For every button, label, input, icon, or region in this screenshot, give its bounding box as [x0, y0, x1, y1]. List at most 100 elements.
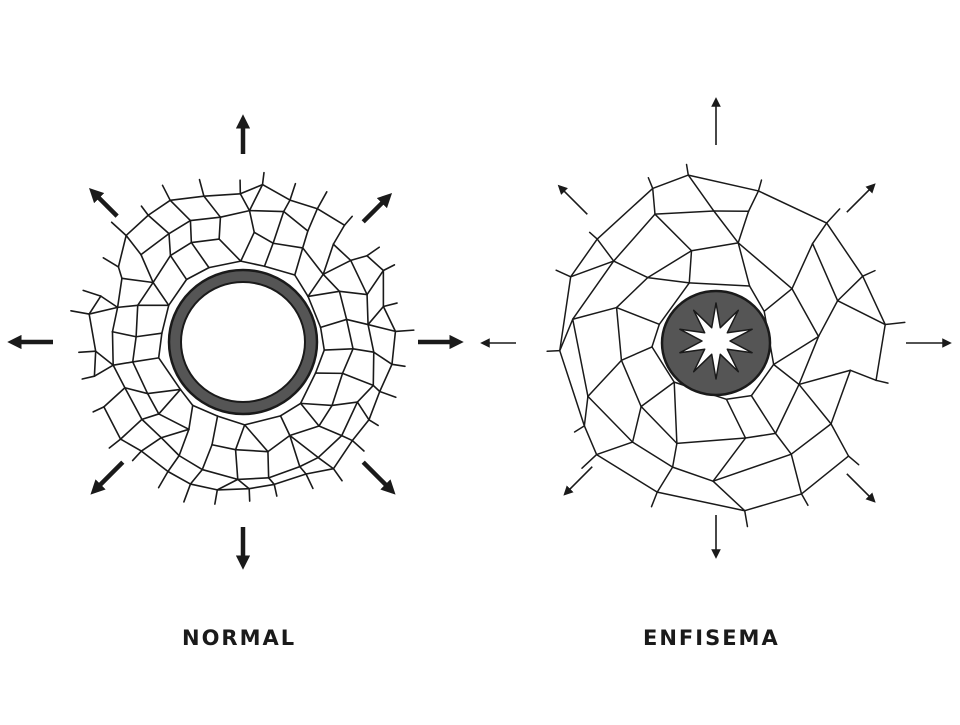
alveolar-wall	[799, 336, 819, 384]
alveolar-septum	[142, 414, 159, 419]
alveolar-stub	[199, 180, 203, 197]
alveolar-septum	[584, 396, 588, 425]
alveolar-septum	[831, 424, 848, 456]
alveolar-wall	[713, 454, 791, 481]
alveolar-septum	[774, 364, 799, 384]
alveolar-wall	[202, 470, 237, 480]
alveolar-wall	[169, 221, 190, 234]
alveolar-wall	[633, 442, 673, 467]
alveolar-wall	[652, 324, 659, 347]
alveolar-septum	[339, 291, 367, 294]
alveolar-septum	[141, 438, 161, 451]
alveolar-wall	[617, 308, 622, 361]
alveolar-stub	[274, 484, 277, 496]
alveolar-wall	[332, 373, 342, 405]
alveolar-wall	[318, 436, 342, 458]
alveolar-septum	[217, 479, 237, 490]
alveolar-stub	[582, 455, 597, 469]
alveolar-septum	[273, 212, 284, 244]
alveolar-wall	[236, 450, 268, 452]
alveolar-wall	[657, 492, 744, 511]
alveolar-septum	[170, 256, 186, 280]
alveolar-septum	[653, 188, 655, 214]
alveolar-wall	[141, 451, 168, 471]
alveolar-stub	[82, 376, 94, 379]
alveolar-wall	[187, 268, 209, 280]
arrow-icon	[363, 197, 388, 222]
alveolar-septum	[621, 347, 652, 360]
alveolar-wall	[827, 223, 863, 276]
alveolar-septum	[319, 426, 342, 436]
alveolar-wall	[170, 243, 191, 256]
alveolar-stub	[745, 511, 748, 527]
alveolar-septum	[112, 332, 136, 337]
alveolar-wall	[357, 385, 373, 402]
alveolar-septum	[791, 454, 801, 494]
alveolar-septum	[148, 389, 181, 393]
alveolar-septum	[351, 256, 367, 261]
alveolar-wall	[342, 402, 358, 436]
alveolar-wall	[351, 260, 367, 294]
alveolar-wall	[153, 256, 170, 283]
alveolar-septum	[373, 385, 379, 391]
alveolar-septum	[264, 243, 273, 266]
alveolar-wall	[89, 314, 96, 351]
alveolar-wall	[597, 455, 658, 493]
alveolar-wall	[653, 175, 689, 188]
alveolar-wall	[249, 211, 283, 212]
alveolar-stub	[79, 351, 96, 352]
alveolar-wall	[274, 474, 306, 484]
alveolar-wall	[191, 239, 219, 242]
alveolar-wall	[831, 370, 850, 424]
alveolar-wall	[333, 441, 352, 469]
alveolar-wall	[268, 436, 290, 452]
alveolar-septum	[295, 248, 303, 275]
alveolar-wall	[792, 289, 819, 337]
alveolar-wall	[588, 396, 633, 442]
alveolar-septum	[159, 389, 181, 413]
alveolar-wall	[118, 278, 122, 307]
alveolar-septum	[633, 407, 642, 443]
arrow-icon	[363, 462, 391, 490]
alveolar-stub	[383, 265, 394, 271]
alveolar-stub	[352, 441, 364, 451]
alveolar-septum	[764, 289, 792, 312]
alveolar-wall	[573, 319, 588, 396]
arrow-icon	[566, 467, 592, 493]
alveolar-wall	[159, 414, 189, 429]
alveolar-stub	[71, 311, 89, 314]
alveolar-septum	[268, 452, 269, 478]
alveolar-septum	[141, 255, 153, 283]
alveolar-septum	[614, 261, 648, 278]
alveolar-wall	[738, 243, 792, 289]
alveolar-septum	[308, 291, 339, 296]
alveolar-septum	[749, 191, 759, 211]
alveolar-septum	[308, 209, 318, 231]
emphysema-airway	[662, 291, 770, 395]
alveolar-septum	[357, 402, 369, 420]
alveolar-wall	[597, 188, 652, 239]
alveolar-stub	[103, 258, 118, 267]
alveolar-septum	[343, 373, 374, 385]
alveolar-wall	[269, 467, 300, 478]
alveolar-stub	[141, 206, 148, 215]
alveolar-stub	[369, 420, 378, 426]
alveolar-septum	[673, 443, 677, 467]
alveolar-septum	[324, 349, 353, 350]
alveolar-septum	[153, 282, 169, 305]
alveolar-stub	[687, 165, 689, 176]
alveolar-wall	[168, 471, 190, 484]
alveolar-stub	[317, 192, 326, 209]
alveolar-septum	[301, 403, 319, 426]
alveolar-wall	[333, 244, 350, 260]
alveolar-wall	[125, 388, 142, 420]
alveolar-wall	[367, 295, 368, 325]
alveolar-septum	[122, 278, 153, 282]
alveolar-wall	[746, 433, 776, 438]
alveolar-wall	[745, 494, 802, 511]
alveolar-stub	[395, 330, 413, 331]
alveolar-wall	[136, 305, 138, 336]
alveolar-septum	[126, 236, 141, 255]
